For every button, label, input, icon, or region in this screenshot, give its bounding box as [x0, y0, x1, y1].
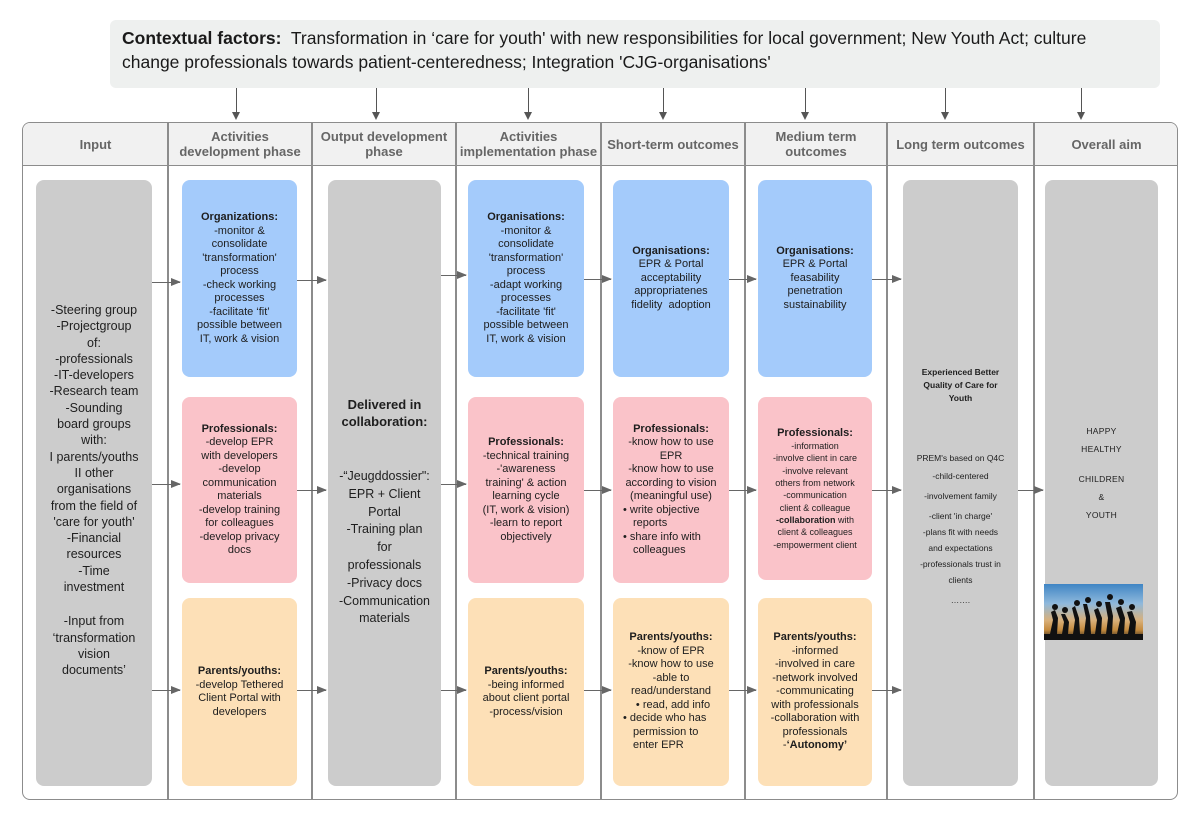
box-title: Organizations: [200, 211, 278, 223]
activities-dev-professionals-box: Professionals: -develop EPR with develop… [182, 397, 297, 583]
header-medium-term: Medium term outcomes [775, 129, 857, 159]
right-arrow-icon [872, 275, 902, 283]
contextual-factors-text: Transformation in ‘care for youth' with … [122, 28, 1087, 72]
column-divider [167, 123, 169, 799]
down-arrow-icon [524, 112, 532, 120]
input-documents-list: -Input from ‘transformation vision docum… [52, 614, 136, 678]
activities-impl-organisations-box: Organisations: -monitor & consolidate 't… [468, 180, 584, 377]
box-title: Parents/youths: [629, 631, 713, 644]
column-divider [600, 123, 602, 799]
short-term-professionals-box: Professionals: -know how to use EPR -kno… [613, 397, 729, 583]
column-divider [744, 123, 746, 799]
down-arrow-line [805, 88, 806, 114]
down-arrow-line [1081, 88, 1082, 114]
bullet-item: • write objective reports [623, 503, 700, 530]
right-arrow-icon [297, 686, 327, 694]
header-overall-aim: Overall aim [1071, 136, 1142, 152]
right-arrow-icon [1018, 486, 1044, 494]
right-arrow-icon [729, 486, 757, 494]
header-output-development: Output development phase [320, 129, 448, 159]
medium-term-parents-box: Parents/youths: -informed -involved in c… [758, 598, 872, 786]
contextual-factors-box: Contextual factors: Transformation in ‘c… [110, 20, 1160, 88]
output-development-box: Delivered in collaboration: -“Jeugddossi… [328, 180, 441, 786]
down-arrow-line [945, 88, 946, 114]
bullet-item: • share info with colleagues [623, 530, 701, 557]
right-arrow-icon [584, 275, 612, 283]
input-resources-list: -Steering group -Projectgroup of: -profe… [49, 303, 139, 595]
activities-impl-parents-box: Parents/youths: -being informed about cl… [468, 598, 584, 786]
column-divider [455, 123, 457, 799]
activities-dev-organizations-box: Organizations: -monitor & consolidate 't… [182, 180, 297, 377]
overall-aim-text: HAPPY HEALTHY CHILDREN & YOUTH [1078, 426, 1125, 520]
down-arrow-icon [659, 112, 667, 120]
column-divider [311, 123, 313, 799]
children-jumping-photo [1044, 584, 1143, 640]
box-title: Experienced Better Quality of Care for Y… [921, 367, 1000, 403]
activities-impl-professionals-box: Professionals: -technical training -'awa… [468, 397, 584, 583]
bullet-item: • decide who has permission to enter EPR [623, 712, 707, 752]
right-arrow-icon [872, 686, 902, 694]
box-title: Delivered in collaboration: [341, 397, 428, 429]
down-arrow-line [528, 88, 529, 114]
right-arrow-icon [441, 480, 467, 488]
right-arrow-icon [441, 686, 467, 694]
medium-term-professionals-box: Professionals: -information -involve cli… [758, 397, 872, 580]
header-activities-development: Activities development phase [179, 129, 301, 159]
down-arrow-icon [801, 112, 809, 120]
down-arrow-line [236, 88, 237, 114]
short-term-organisations-box: Organisations: EPR & Portal acceptabilit… [613, 180, 729, 377]
box-title: Parents/youths: [197, 665, 282, 677]
box-title: Organisations: [776, 244, 854, 257]
activities-dev-parents-box: Parents/youths: -develop Tethered Client… [182, 598, 297, 786]
prem-label: PREM's based on Q4C [916, 453, 1005, 463]
header-short-term: Short-term outcomes [607, 136, 739, 152]
right-arrow-icon [584, 686, 612, 694]
bullet-item: • read, add info [635, 698, 711, 711]
input-box: -Steering group -Projectgroup of: -profe… [36, 180, 152, 786]
down-arrow-icon [372, 112, 380, 120]
right-arrow-icon [729, 275, 757, 283]
right-arrow-icon [152, 480, 181, 488]
output-deliverables-list: -“Jeugddossier": EPR + Client Portal -Tr… [338, 469, 430, 626]
right-arrow-icon [297, 276, 327, 284]
down-arrow-line [663, 88, 664, 114]
box-title: Professionals: [488, 436, 564, 448]
column-divider [1033, 123, 1035, 799]
box-title: Professionals: [777, 427, 853, 440]
right-arrow-icon [297, 486, 327, 494]
right-arrow-icon [152, 686, 181, 694]
column-divider [886, 123, 888, 799]
down-arrow-icon [232, 112, 240, 120]
header-input: Input [79, 136, 112, 152]
long-term-list: -child-centered -involvement family -cli… [920, 471, 1001, 605]
overall-aim-box: HAPPY HEALTHY CHILDREN & YOUTH [1045, 180, 1158, 786]
box-title: Organisations: [487, 211, 565, 223]
down-arrow-icon [941, 112, 949, 120]
down-arrow-line [376, 88, 377, 114]
right-arrow-icon [729, 686, 757, 694]
box-title: Parents/youths: [484, 665, 568, 677]
contextual-factors-label: Contextual factors: [122, 28, 282, 48]
medium-term-organisations-box: Organisations: EPR & Portal feasability … [758, 180, 872, 377]
box-title: Organisations: [632, 244, 710, 257]
header-long-term: Long term outcomes [896, 136, 1025, 152]
down-arrow-icon [1077, 112, 1085, 120]
silhouettes-icon [1044, 594, 1143, 640]
box-title: Professionals: [201, 422, 278, 435]
header-activities-implementation: Activities implementation phase [459, 129, 598, 159]
short-term-parents-box: Parents/youths: -know of EPR -know how t… [613, 598, 729, 786]
right-arrow-icon [584, 486, 612, 494]
logic-model-frame: Input Activities development phase Outpu… [22, 122, 1178, 800]
box-title: Professionals: [633, 422, 709, 435]
long-term-outcomes-box: Experienced Better Quality of Care for Y… [903, 180, 1018, 786]
right-arrow-icon [441, 271, 467, 279]
right-arrow-icon [152, 278, 181, 286]
box-title: Parents/youths: [773, 631, 857, 644]
right-arrow-icon [872, 486, 902, 494]
